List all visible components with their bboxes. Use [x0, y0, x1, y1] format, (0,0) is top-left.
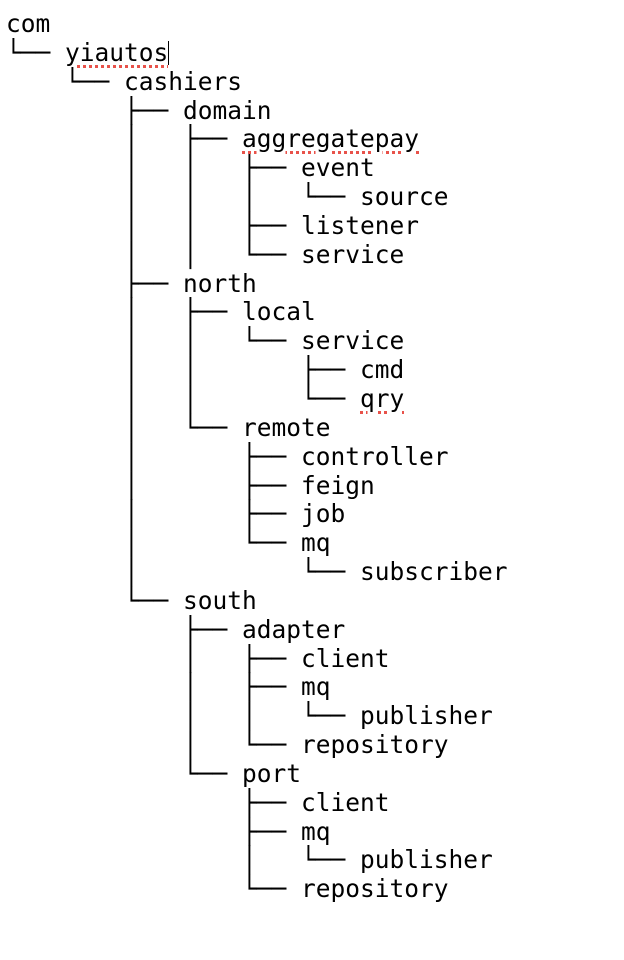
tree-line[interactable]: │ ├── local [6, 298, 508, 327]
tree-node-label: client [301, 643, 390, 673]
tree-branch-glyphs: │ └── [6, 557, 361, 587]
tree-line[interactable]: │ ├── aggregatepay [6, 124, 508, 154]
tree-node-label: job [301, 499, 346, 529]
tree-branch-glyphs: ├── [6, 268, 184, 298]
tree-branch-glyphs: ├── [6, 816, 302, 846]
tree-branch-glyphs: │ ├── [6, 672, 302, 702]
tree-line[interactable]: │ └── repository [6, 730, 508, 760]
tree-line[interactable]: └── port [6, 758, 508, 789]
tree-line[interactable]: com [6, 9, 508, 39]
tree-line[interactable]: │ │ └── qry [6, 383, 508, 414]
tree-line[interactable]: │ │ └── publisher [6, 701, 508, 731]
tree-branch-glyphs: │ ├── [6, 441, 302, 471]
tree-line[interactable]: ├── north [6, 268, 508, 299]
tree-line[interactable]: │ │ │ └── source [6, 182, 508, 212]
tree-branch-glyphs: │ ├── [6, 124, 243, 154]
tree-branch-glyphs: └── [6, 585, 184, 615]
tree-node-label: event [301, 153, 375, 183]
tree-node-label: north [183, 268, 257, 298]
text-cursor [168, 40, 170, 65]
tree-branch-glyphs: └── [6, 37, 66, 67]
tree-branch-glyphs: │ ├── [6, 470, 302, 500]
tree-branch-glyphs: │ ├── [6, 297, 243, 327]
tree-line[interactable]: │ └── publisher [6, 846, 508, 875]
tree-node-label: adapter [242, 614, 346, 644]
tree-line[interactable]: │ │ ├── cmd [6, 355, 508, 385]
tree-line[interactable]: └── south [6, 585, 508, 616]
tree-node-label-misspelled: aggregatepay [242, 124, 420, 154]
tree-line[interactable]: └── repository [6, 874, 508, 904]
tree-node-label: local [242, 297, 316, 327]
tree-line[interactable]: │ ├── feign [6, 470, 508, 501]
tree-line[interactable]: └── cashiers [6, 66, 508, 97]
tree-branch-glyphs: │ ├── [6, 643, 302, 673]
tree-branch-glyphs: │ │ └── [6, 326, 302, 356]
tree-line[interactable]: │ │ └── service [6, 326, 508, 356]
tree-branch-glyphs: │ │ │ └── [6, 182, 361, 212]
tree-line[interactable]: ├── adapter [6, 614, 508, 645]
tree-branch-glyphs: ├── [6, 95, 184, 125]
tree-node-label: remote [242, 412, 331, 442]
tree-node-label: subscriber [360, 557, 508, 587]
tree-branch-glyphs: │ │ ├── [6, 355, 361, 385]
tree-node-label: domain [183, 95, 272, 125]
tree-line[interactable]: │ ├── client [6, 643, 508, 674]
tree-node-label: repository [301, 874, 449, 904]
tree-node-label: client [301, 787, 390, 817]
tree-line[interactable]: │ ├── mq [6, 672, 508, 702]
tree-node-label: publisher [360, 701, 493, 731]
tree-line[interactable]: │ ├── controller [6, 441, 508, 472]
tree-line[interactable]: │ └── subscriber [6, 557, 508, 587]
tree-node-label: feign [301, 470, 375, 500]
tree-node-label: service [301, 239, 405, 269]
tree-node-label: publisher [360, 845, 493, 875]
tree-node-label: mq [301, 816, 331, 846]
tree-line[interactable]: ├── mq [6, 816, 508, 847]
tree-branch-glyphs: │ │ ├── [6, 153, 302, 183]
tree-branch-glyphs: │ ├── [6, 499, 302, 529]
tree-branch-glyphs: └── [6, 758, 243, 788]
tree-node-label: port [242, 758, 302, 788]
tree-node-label: south [183, 585, 257, 615]
tree-branch-glyphs: └── [6, 874, 302, 904]
tree-node-label: cmd [360, 355, 405, 385]
tree-line[interactable]: │ │ ├── listener [6, 210, 508, 241]
tree-branch-glyphs: │ └── [6, 845, 361, 875]
tree-branch-glyphs: ├── [6, 787, 302, 817]
tree-branch-glyphs: │ │ └── [6, 701, 361, 731]
tree-line[interactable]: │ │ └── service [6, 239, 508, 270]
tree-node-label: mq [301, 528, 331, 558]
tree-node-label: com [6, 9, 51, 38]
tree-branch-glyphs: │ └── [6, 412, 243, 442]
tree-node-label-misspelled: qry [360, 383, 405, 413]
tree-node-label: repository [301, 730, 449, 760]
tree-branch-glyphs: │ └── [6, 730, 302, 760]
directory-tree-text[interactable]: com└── yiautos └── cashiers ├── domain │… [6, 9, 508, 904]
tree-line[interactable]: │ │ ├── event [6, 153, 508, 183]
tree-branch-glyphs: │ └── [6, 528, 302, 558]
tree-node-label-misspelled: yiautos [65, 37, 169, 67]
tree-branch-glyphs: └── [6, 66, 125, 96]
tree-branch-glyphs: │ │ ├── [6, 210, 302, 240]
tree-node-label: source [360, 182, 449, 212]
tree-node-label: controller [301, 441, 449, 471]
tree-node-label: mq [301, 672, 331, 702]
tree-branch-glyphs: │ │ └── [6, 239, 302, 269]
tree-branch-glyphs: │ │ └── [6, 383, 361, 413]
tree-node-label: service [301, 326, 405, 356]
tree-node-label: cashiers [124, 66, 243, 96]
tree-line[interactable]: └── yiautos [6, 37, 508, 68]
tree-line[interactable]: │ ├── job [6, 499, 508, 529]
tree-line[interactable]: ├── domain [6, 95, 508, 126]
tree-node-label: listener [301, 210, 420, 240]
tree-line[interactable]: ├── client [6, 787, 508, 818]
tree-branch-glyphs: ├── [6, 614, 243, 644]
tree-line[interactable]: │ └── remote [6, 412, 508, 443]
tree-line[interactable]: │ └── mq [6, 528, 508, 558]
